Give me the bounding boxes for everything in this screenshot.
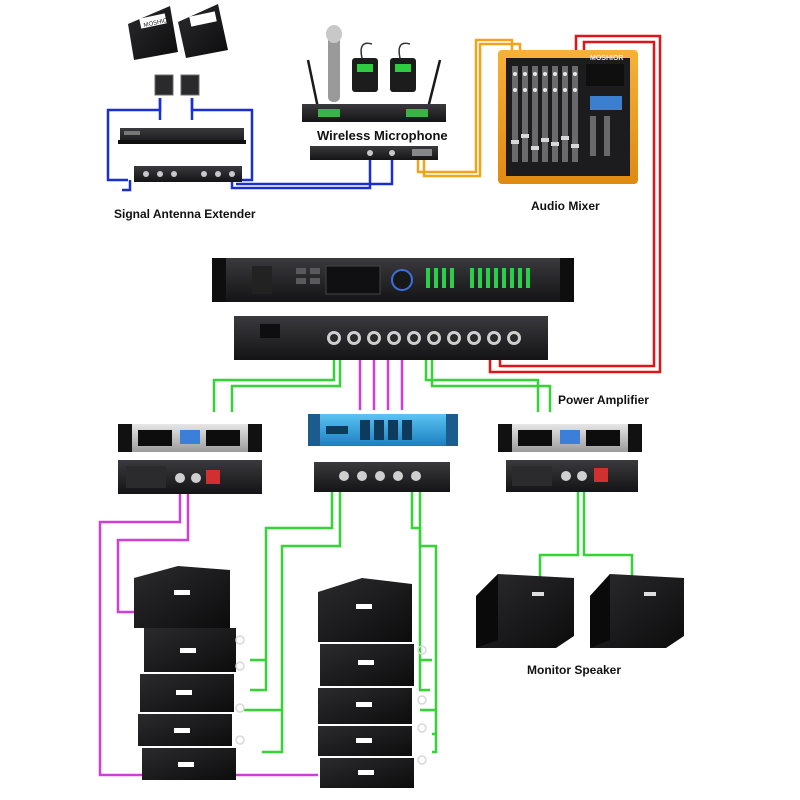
amplifier-left-front xyxy=(118,424,262,452)
amplifier-left-back xyxy=(118,460,262,494)
antenna-right xyxy=(178,4,228,96)
antenna-left: MOSHIOR xyxy=(128,6,178,96)
antenna-splitter-back xyxy=(134,166,242,182)
audio-mixer-label: Audio Mixer xyxy=(531,199,600,213)
line-array-left xyxy=(134,566,245,780)
wireless-microphone-label: Wireless Microphone xyxy=(317,128,448,143)
red-cables xyxy=(488,34,662,374)
svg-text:MOSHIOR: MOSHIOR xyxy=(590,55,623,62)
orange-cables xyxy=(416,38,522,178)
monitor-speaker-left xyxy=(476,574,574,648)
monitor-speaker-label: Monitor Speaker xyxy=(527,663,621,677)
amplifier-right-front xyxy=(498,424,642,452)
signal-antenna-extender-label: Signal Antenna Extender xyxy=(114,207,256,221)
line-array-right xyxy=(318,578,427,788)
cables xyxy=(98,34,662,777)
amplifier-right-back xyxy=(506,460,638,492)
magenta-cables-upper xyxy=(358,360,404,410)
amplifier-center-front xyxy=(308,414,458,446)
monitor-speaker-right xyxy=(590,574,684,648)
processor-back xyxy=(234,316,548,360)
blue-cables xyxy=(106,98,394,192)
wireless-receiver xyxy=(302,25,446,122)
amplifier-center-back xyxy=(314,462,450,492)
antenna-splitter xyxy=(118,128,246,144)
green-cables-lower xyxy=(244,490,634,754)
audio-mixer: MOSHIOR xyxy=(498,50,638,184)
processor-front xyxy=(212,258,574,302)
power-amplifier-label: Power Amplifier xyxy=(558,393,649,407)
green-cables-upper xyxy=(212,360,552,412)
svg-text:MOSHIOR: MOSHIOR xyxy=(143,17,173,29)
wireless-receiver-back xyxy=(310,146,438,160)
